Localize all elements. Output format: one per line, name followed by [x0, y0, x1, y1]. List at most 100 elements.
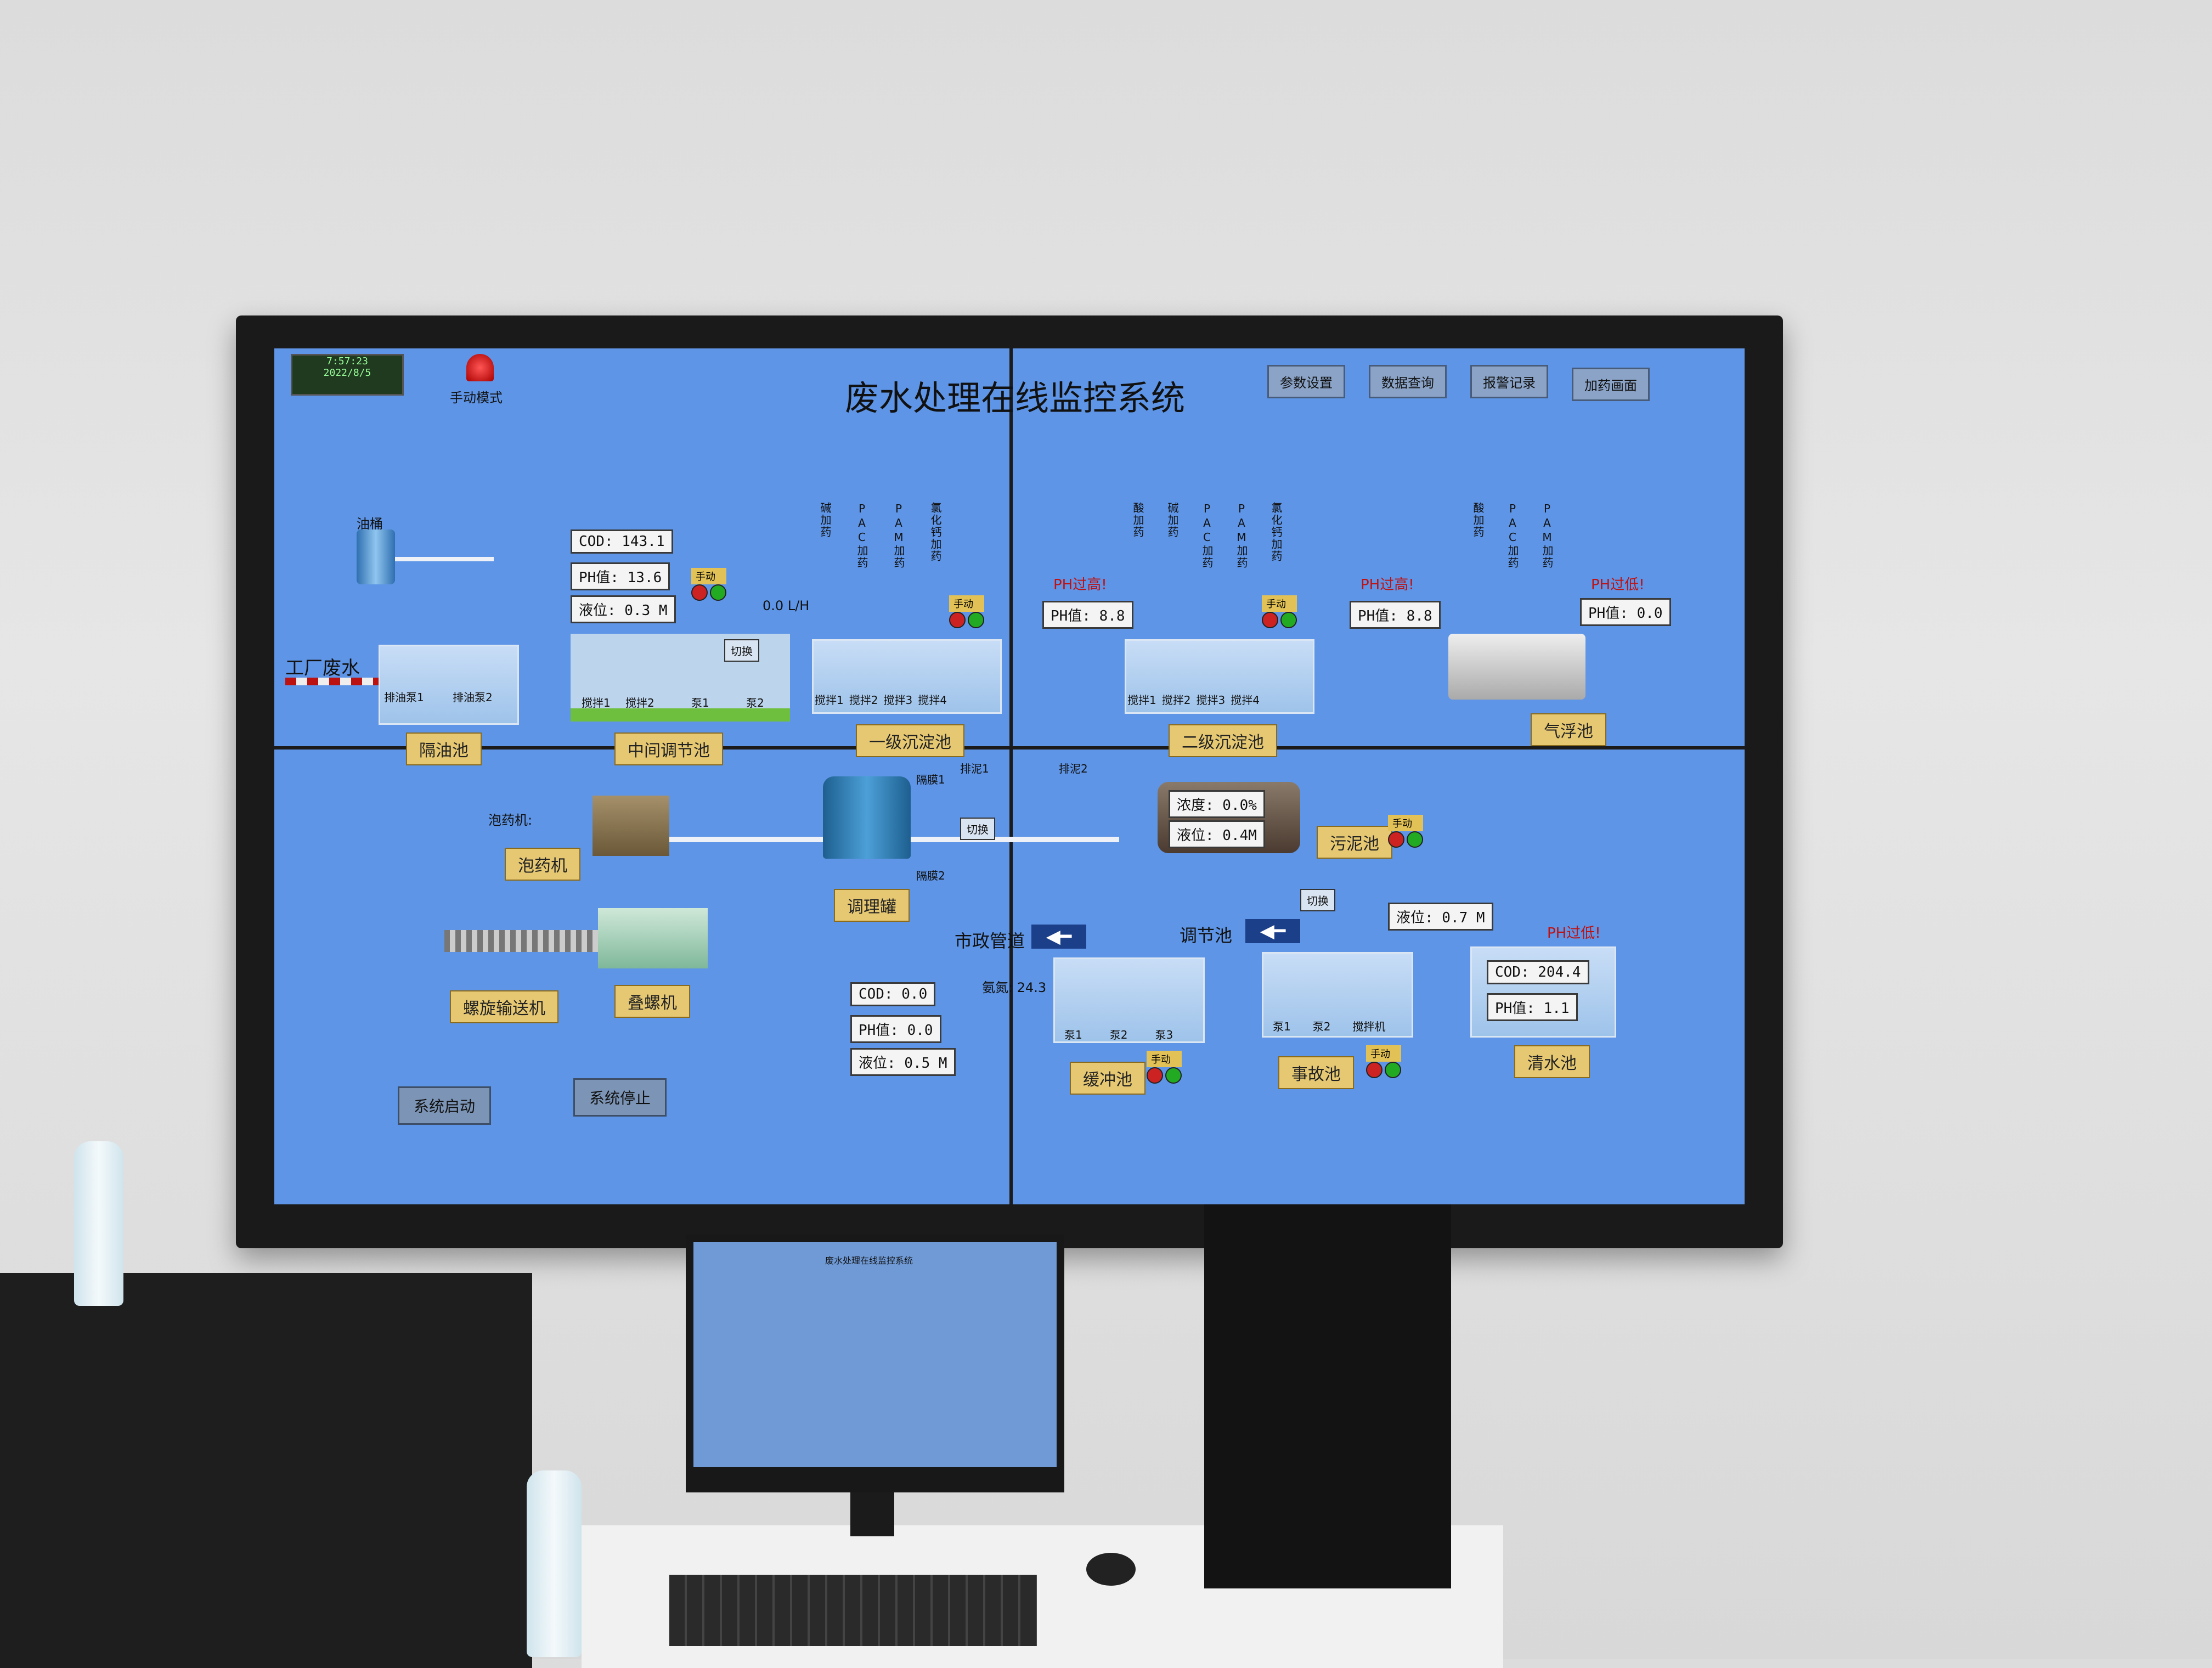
dosing-machine-icon [592, 796, 669, 856]
run-indicator-icon[interactable] [710, 584, 726, 601]
oil-pump-2-label: 排油泵2 [453, 691, 493, 704]
mid-switch-button[interactable]: 切换 [724, 639, 759, 662]
air-flotation-unit [1448, 634, 1585, 700]
panel-seam-vertical [1009, 348, 1013, 1204]
run-indicator-icon[interactable] [1280, 612, 1297, 628]
oil-separation-tank [379, 645, 519, 725]
oil-pump-1-label: 排油泵1 [384, 691, 424, 704]
float-ph-value: PH值: 0.0 [1580, 598, 1671, 626]
mid-level-value: 液位: 0.3 M [571, 595, 676, 623]
sludge-tank-name: 污泥池 [1317, 826, 1392, 859]
sed1-name: 一级沉淀池 [856, 724, 964, 757]
dosing1-chem-labels: 碱加药 PAC加药 PAM加药 氯化钙加药 [819, 502, 942, 569]
small-monitor-title: 废水处理在线监控系统 [825, 1255, 913, 1266]
dosing2-chem-labels: 酸加药 碱加药 PAC加药 PAM加药 氯化钙加药 [1131, 502, 1283, 569]
buffer-hand-switch[interactable]: 手动 [1147, 1051, 1182, 1084]
run-indicator-icon[interactable] [1385, 1062, 1401, 1078]
sed2-ph-alarm: PH过高! [1361, 577, 1414, 593]
water-bottle-left [74, 1141, 123, 1306]
sed2-name: 二级沉淀池 [1169, 724, 1277, 757]
buffer-tank [1053, 957, 1205, 1043]
sedimentation-tank-1 [812, 639, 1002, 714]
sedimentation-tank-2 [1125, 639, 1314, 714]
municipal-arrow-icon: ◀━ [1031, 925, 1086, 949]
oil-barrel-icon [357, 529, 395, 584]
dosing-screen-button[interactable]: 加药画面 [1572, 368, 1650, 401]
adjust-tank-label: 调节池 [1180, 925, 1233, 946]
drain-1-label: 排泥1 [960, 762, 989, 775]
factory-water-label: 工厂废水 [285, 657, 360, 679]
float-ph-alarm: PH过低! [1591, 577, 1645, 593]
dosing-machine-status-label: 泡药机: [488, 813, 533, 828]
diaphragm-1-label: 隔膜1 [916, 773, 945, 786]
sed2-hand-switch[interactable]: 手动 [1262, 595, 1297, 628]
buffer-pump-labels: 泵1 泵2 泵3 [1064, 1028, 1173, 1041]
mid-ph-value: PH值: 13.6 [571, 562, 670, 590]
video-wall-display: 7:57:23 2022/8/5 手动模式 废水处理在线监控系统 参数设置 数据… [236, 315, 1783, 1248]
clock-date: 2022/8/5 [323, 367, 371, 379]
scada-screen: 7:57:23 2022/8/5 手动模式 废水处理在线监控系统 参数设置 数据… [274, 348, 1745, 1204]
float-tank-name: 气浮池 [1531, 713, 1606, 746]
emergency-pump-labels: 泵1 泵2 搅拌机 [1273, 1020, 1386, 1033]
server-cabinet [0, 1273, 532, 1668]
adjust-arrow-icon: ◀━ [1245, 919, 1300, 943]
lower-switch-button[interactable]: 切换 [1300, 889, 1335, 911]
stop-indicator-icon[interactable] [949, 612, 966, 628]
sed1-hand-switch[interactable]: 手动 [949, 595, 984, 628]
oil-barrel-label: 油桶 [357, 516, 383, 532]
sludge-level-value: 液位: 0.4M [1169, 820, 1265, 848]
outlet-ph-value: PH值: 0.0 [850, 1015, 941, 1043]
buffer-tank-name: 缓冲池 [1070, 1062, 1146, 1095]
mid-hand-switch[interactable]: 手动 [691, 568, 726, 601]
emergency-hand-switch[interactable]: 手动 [1366, 1045, 1401, 1078]
desktop-monitor-screen: 废水处理在线监控系统 [693, 1242, 1057, 1467]
clear-water-tank-name: 清水池 [1514, 1045, 1590, 1078]
keyboard[interactable] [669, 1575, 1037, 1646]
alarm-records-button[interactable]: 报警记录 [1470, 365, 1548, 398]
municipal-pipe-label: 市政管道 [955, 931, 1025, 951]
outlet-level-value: 液位: 0.5 M [850, 1048, 956, 1076]
mid-tank-name: 中间调节池 [614, 732, 723, 765]
system-start-button[interactable]: 系统启动 [398, 1086, 492, 1125]
flow-rate-value: 0.0 L/H [763, 598, 810, 613]
water-bottle-desk [527, 1470, 582, 1657]
run-indicator-icon[interactable] [1407, 831, 1423, 848]
mid-pump-1-label: 泵1 [691, 696, 709, 709]
mouse[interactable] [1086, 1553, 1136, 1586]
run-indicator-icon[interactable] [968, 612, 984, 628]
param-settings-button[interactable]: 参数设置 [1267, 365, 1345, 398]
diaphragm-switch-button[interactable]: 切换 [960, 818, 995, 840]
mode-label: 手动模式 [450, 390, 503, 405]
sludge-conc-value: 浓度: 0.0% [1169, 790, 1265, 818]
stacked-screw-press-name: 叠螺机 [614, 985, 690, 1018]
drain-2-label: 排泥2 [1059, 762, 1088, 775]
data-query-button[interactable]: 数据查询 [1369, 365, 1447, 398]
stop-indicator-icon[interactable] [1366, 1062, 1383, 1078]
ammonia-value: 氨氮: 24.3 [982, 980, 1047, 995]
stop-indicator-icon[interactable] [1388, 831, 1404, 848]
emergency-tank [1262, 952, 1413, 1038]
mid-stirrer-1-label: 搅拌1 [582, 696, 611, 709]
clock-time: 7:57:23 [326, 356, 368, 367]
desktop-pc-tower [1204, 1204, 1451, 1588]
mid-pump-2-label: 泵2 [746, 696, 764, 709]
alarm-light-icon[interactable] [466, 354, 494, 381]
run-indicator-icon[interactable] [1165, 1067, 1182, 1084]
sed1-ph-value: PH值: 8.8 [1042, 601, 1133, 629]
screw-conveyor-name: 螺旋输送机 [450, 990, 558, 1023]
sed2-ph-value: PH值: 8.8 [1350, 601, 1441, 629]
outlet-cod-value: COD: 0.0 [850, 982, 936, 1006]
conditioning-tank-icon [823, 776, 911, 859]
sludge-hand-switch[interactable]: 手动 [1388, 815, 1423, 848]
stop-indicator-icon[interactable] [691, 584, 708, 601]
oil-tank-name: 隔油池 [406, 732, 482, 765]
clear-ph-value: PH值: 1.1 [1487, 993, 1578, 1021]
panel-seam-horizontal [274, 746, 1745, 750]
float-chem-labels: 酸加药 PAC加药 PAM加药 [1471, 502, 1554, 569]
inlet-pipe [285, 678, 379, 685]
stop-indicator-icon[interactable] [1262, 612, 1278, 628]
system-stop-button[interactable]: 系统停止 [573, 1078, 667, 1117]
clock-panel: 7:57:23 2022/8/5 [291, 354, 404, 396]
stop-indicator-icon[interactable] [1147, 1067, 1163, 1084]
emergency-tank-name: 事故池 [1278, 1056, 1354, 1089]
